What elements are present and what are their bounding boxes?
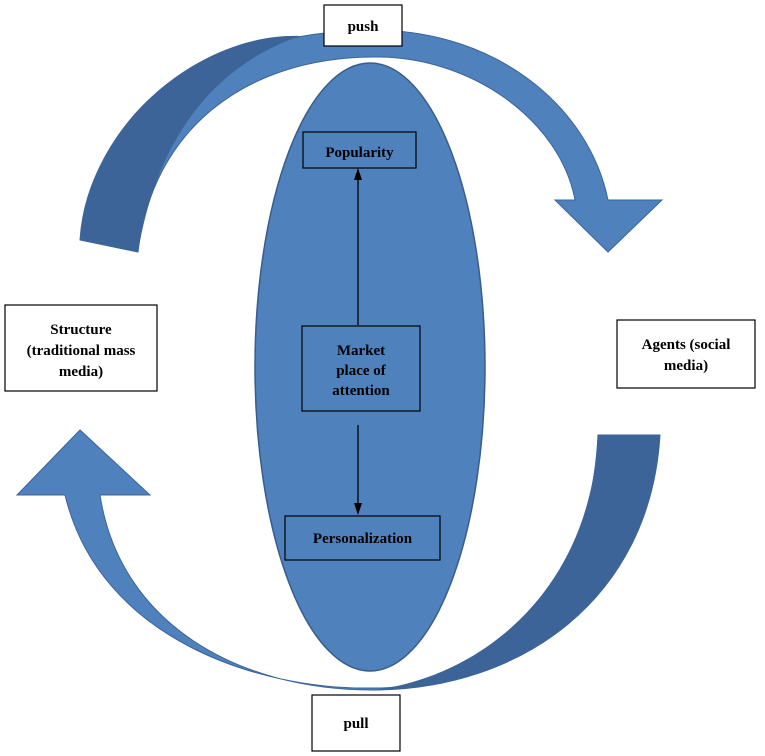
pull-label: pull <box>343 716 368 732</box>
push-arrow-shade <box>80 35 300 252</box>
structure-label-line-3: media) <box>59 364 103 380</box>
personalization-box: Personalization <box>284 515 441 561</box>
push-box: push <box>323 4 403 47</box>
push-curved-arrow <box>79 29 664 253</box>
market-label-line-1: Market <box>337 343 385 359</box>
inner-arrows <box>354 168 362 515</box>
attention-ellipse <box>254 62 486 672</box>
market-label-line-2: place of <box>336 363 387 379</box>
pull-arrow-shade <box>372 435 660 690</box>
market-box: Market place of attention <box>301 325 421 412</box>
agents-label-line-2: media) <box>664 358 708 374</box>
pull-curved-arrow <box>15 429 661 691</box>
pull-box: pull <box>311 694 401 752</box>
push-label: push <box>348 19 380 35</box>
popularity-label: Popularity <box>325 145 394 161</box>
structure-box: Structure (traditional mass media) <box>4 304 158 392</box>
agents-box: Agents (social media) <box>616 319 756 389</box>
agents-label-line-1: Agents (social <box>642 337 731 353</box>
popularity-box: Popularity <box>302 131 417 169</box>
down-arrowhead <box>354 503 362 515</box>
personalization-label: Personalization <box>313 531 413 547</box>
up-arrowhead <box>354 168 362 180</box>
market-label-line-3: attention <box>332 383 390 399</box>
structure-label-line-1: Structure <box>50 322 112 338</box>
structure-label-line-2: (traditional mass <box>27 343 136 359</box>
